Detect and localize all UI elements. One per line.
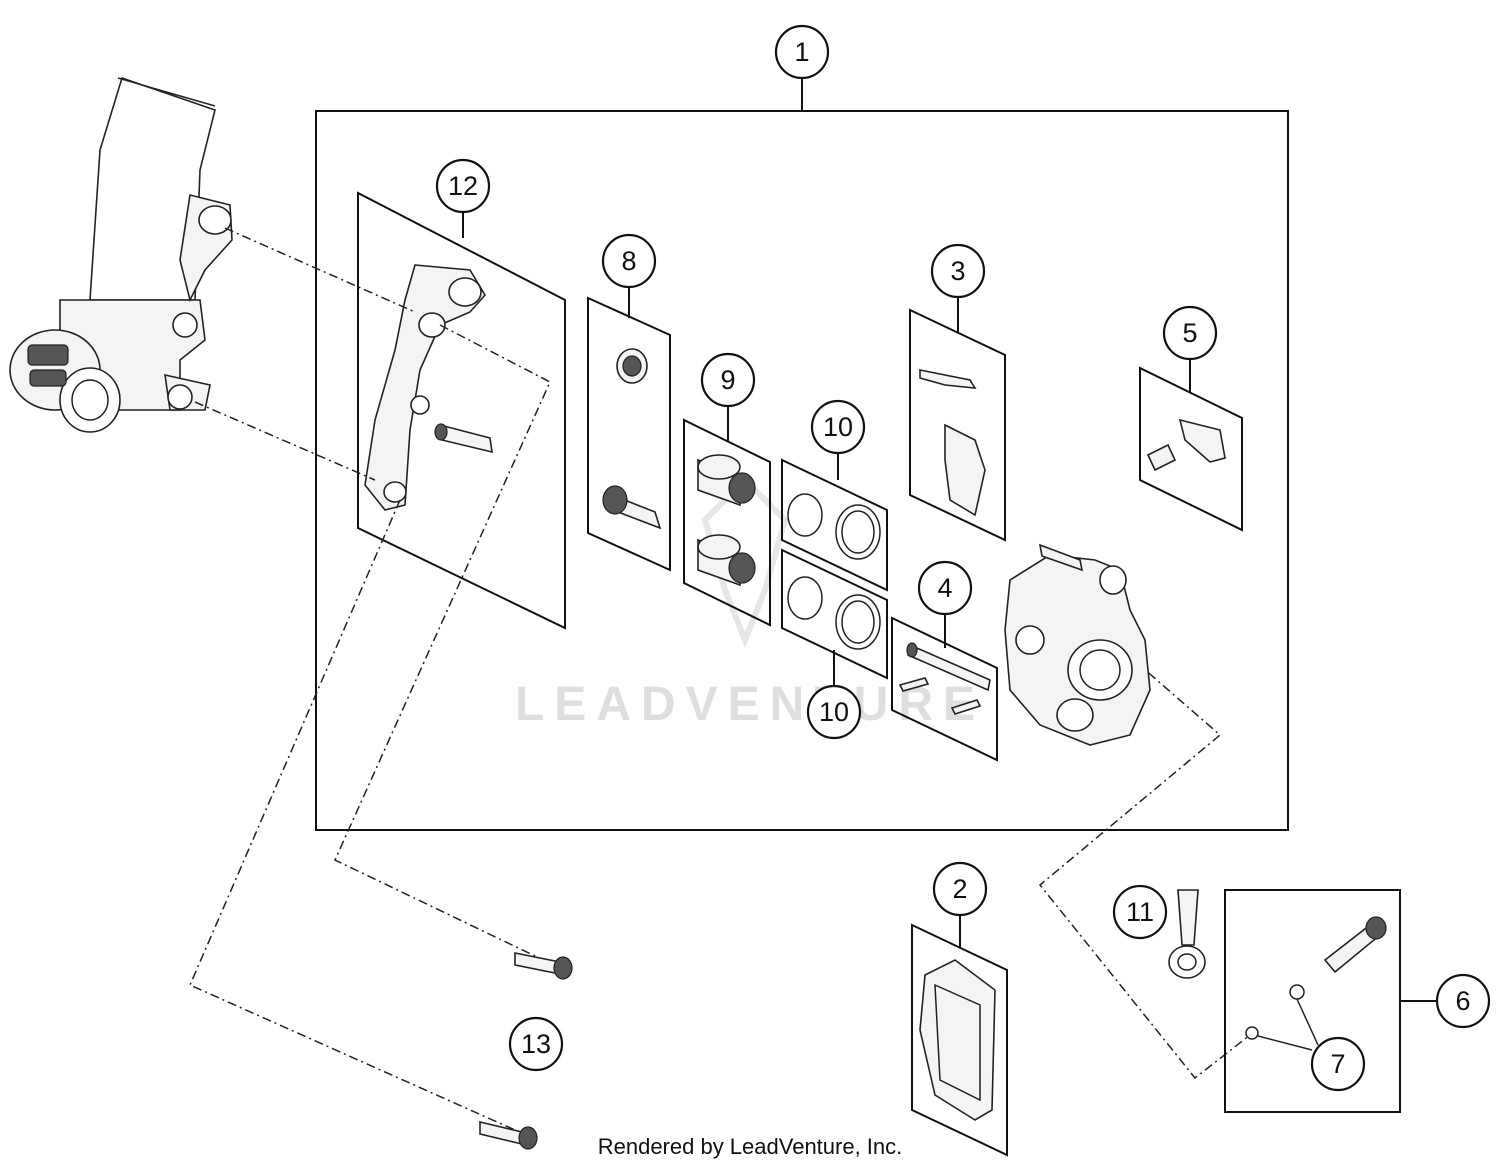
callout-4: 4 [917,560,973,616]
panel-10-seals-top [781,452,888,592]
watermark-text: LEADVENTURE [515,678,985,731]
svg-text:13: 13 [521,1029,551,1059]
svg-text:4: 4 [937,573,952,603]
svg-text:10: 10 [819,697,849,727]
watermark: LEADVENTURE [515,475,985,731]
callout-2: 2 [932,861,988,917]
panel-12-caliper-bracket [357,191,566,630]
caliper-body [1004,543,1151,746]
svg-text:7: 7 [1330,1049,1345,1079]
mounting-bolts [479,952,573,1150]
panel-8-bleeder [587,286,671,572]
panel-2-brake-pads [911,914,1008,1157]
panel-4-pins [891,612,998,762]
callout-3: 3 [930,243,986,299]
panel-6-banjo-bolt [1224,889,1438,1113]
callout-11: 11 [1112,884,1168,940]
svg-text:2: 2 [952,874,967,904]
svg-text:9: 9 [720,365,735,395]
callout-5: 5 [1162,305,1218,361]
callout-10-top: 10 [810,399,866,455]
svg-text:1: 1 [794,37,809,67]
callout-6: 6 [1435,973,1491,1029]
callout-13: 13 [508,1016,564,1072]
callout-10-bottom: 10 [806,684,862,740]
svg-text:12: 12 [448,171,478,201]
panel-10-seals-bottom [781,548,888,690]
svg-text:10: 10 [823,412,853,442]
svg-text:6: 6 [1455,986,1470,1016]
panel-5-hardware [1139,358,1243,532]
panel-9-pistons [683,405,771,627]
callout-7: 7 [1310,1036,1366,1092]
callout-8: 8 [601,233,657,289]
panel-3-pad-spring [909,296,1006,542]
svg-text:8: 8 [621,246,636,276]
svg-text:5: 5 [1182,318,1197,348]
fork-leg [9,76,233,433]
callout-12: 12 [435,158,491,214]
svg-text:11: 11 [1126,897,1154,927]
callout-9: 9 [700,352,756,408]
callout-1: 1 [774,24,830,80]
leader-lines [189,227,1251,1131]
banjo-fitting [1168,889,1206,979]
footer-credit: Rendered by LeadVenture, Inc. [597,1134,903,1159]
svg-text:3: 3 [950,256,965,286]
